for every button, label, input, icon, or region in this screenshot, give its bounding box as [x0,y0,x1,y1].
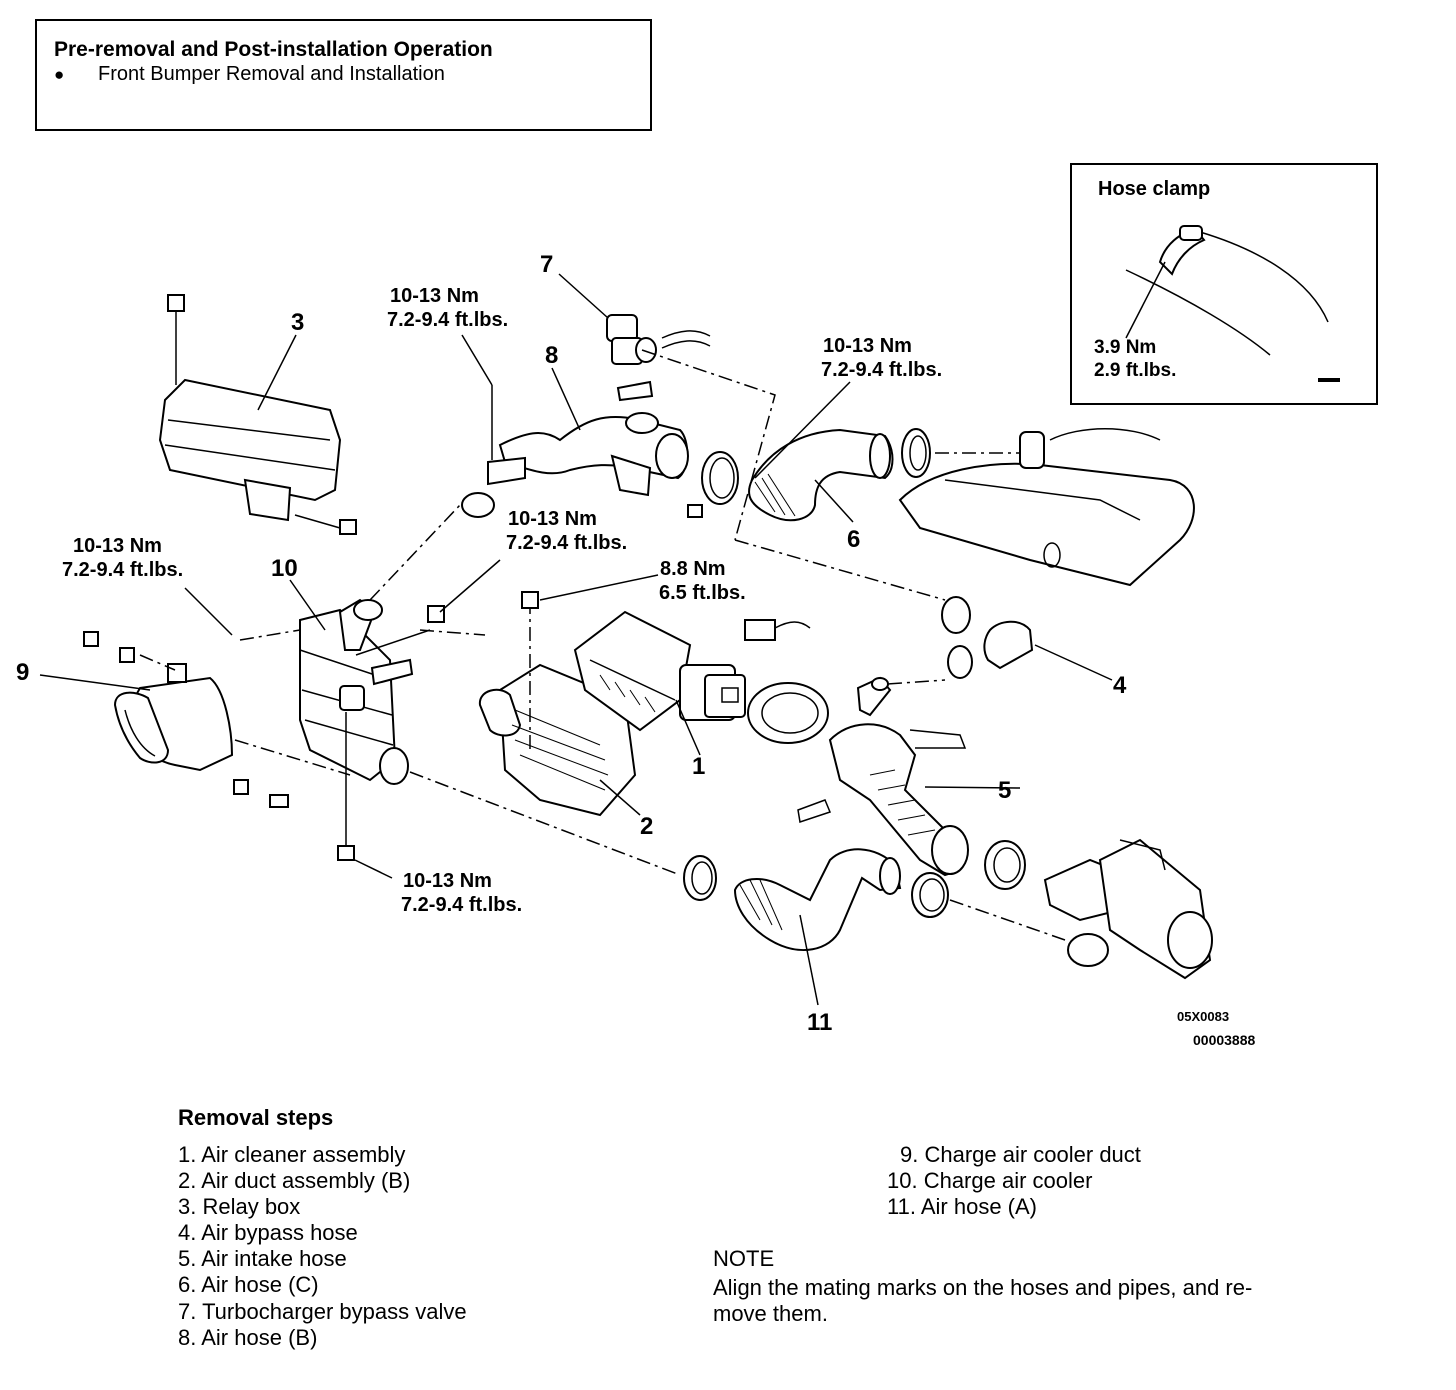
torque-1-nm: 8.8 Nm [660,558,726,580]
inset-title: Hose clamp [1098,178,1210,200]
callout-11: 11 [807,1009,832,1036]
preop-bullet: ● [54,65,64,84]
torque-left-ftlbs: 7.2-9.4 ft.lbs. [62,559,183,581]
callout-1: 1 [692,753,705,780]
removal-step: 1. Air cleaner assembly [178,1142,405,1167]
charge-air-cooler [299,598,414,861]
callout-9: 9 [16,659,29,686]
engine-outline [898,428,1195,587]
air-hose-b [487,380,689,497]
removal-step: 9. Charge air cooler duct [900,1142,1141,1167]
leader-lines [39,273,1113,1006]
inset-torque-nm: 3.9 Nm [1094,337,1156,358]
note-line-1: Align the mating marks on the hoses and … [713,1275,1252,1300]
preop-box [35,19,652,131]
removal-step: 3. Relay box [178,1194,300,1219]
note-title: NOTE [713,1246,774,1271]
torque-left-nm: 10-13 Nm [73,535,162,557]
charge-air-cooler-duct [113,663,234,772]
clamp-10 [461,492,495,518]
air-intake-hose [828,676,969,877]
removal-list-left: 1. Air cleaner assembly 2. Air duct asse… [178,1142,467,1350]
note-line-2: move them. [713,1301,828,1326]
callout-10: 10 [271,555,298,582]
torque-8-ftlbs: 7.2-9.4 ft.lbs. [387,309,508,331]
inset-torque-ftlbs: 2.9 ft.lbs. [1094,360,1176,381]
callout-6: 6 [847,526,860,553]
callout-5: 5 [998,777,1011,804]
preop-item: Front Bumper Removal and Installation [98,63,445,85]
clamp-8 [701,451,739,505]
throttle-body [984,838,1213,980]
figure-code-2: 00003888 [1193,1032,1256,1048]
air-cleaner-assembly [573,610,811,732]
removal-step: 10. Charge air cooler [887,1168,1092,1193]
removal-step: 7. Turbocharger bypass valve [178,1299,467,1324]
torque-bottom-nm: 10-13 Nm [403,870,492,892]
air-hose-c [748,428,931,522]
air-hose-a [683,848,949,952]
removal-step: 11. Air hose (A) [887,1194,1037,1219]
figure-code-1: 05X0083 [1177,1009,1229,1024]
torque-specs: 10-13 Nm 7.2-9.4 ft.lbs. 10-13 Nm 7.2-9.… [62,285,942,916]
torque-bottom-ftlbs: 7.2-9.4 ft.lbs. [401,894,522,916]
torque-1-ftlbs: 6.5 ft.lbs. [659,582,746,604]
torque-8-nm: 10-13 Nm [390,285,479,307]
removal-title: Removal steps [178,1105,333,1130]
removal-step: 8. Air hose (B) [178,1325,317,1350]
callout-2: 2 [640,813,653,840]
removal-list-right: 9. Charge air cooler duct 10. Charge air… [887,1142,1141,1219]
bypass-valve [606,314,711,365]
torque-6-nm: 10-13 Nm [823,335,912,357]
torque-mid-nm: 10-13 Nm [508,508,597,530]
removal-step: 6. Air hose (C) [178,1272,319,1297]
preop-title: Pre-removal and Post-installation Operat… [54,38,493,61]
removal-step: 2. Air duct assembly (B) [178,1168,410,1193]
removal-step: 5. Air intake hose [178,1246,347,1271]
callout-8: 8 [545,342,558,369]
torque-6-ftlbs: 7.2-9.4 ft.lbs. [821,359,942,381]
air-bypass-hose [734,539,1034,679]
callout-4: 4 [1113,672,1127,699]
relay-box [158,294,357,535]
removal-step: 4. Air bypass hose [178,1220,358,1245]
torque-mid-ftlbs: 7.2-9.4 ft.lbs. [506,532,627,554]
callouts: 1 2 3 4 5 6 7 8 9 10 11 [16,251,1127,1036]
hose-clamp-inset: Hose clamp 3.9 Nm 2.9 ft.lbs. [1070,163,1378,405]
callout-7: 7 [540,251,553,278]
callout-3: 3 [291,309,304,336]
oval-gasket [747,682,829,744]
